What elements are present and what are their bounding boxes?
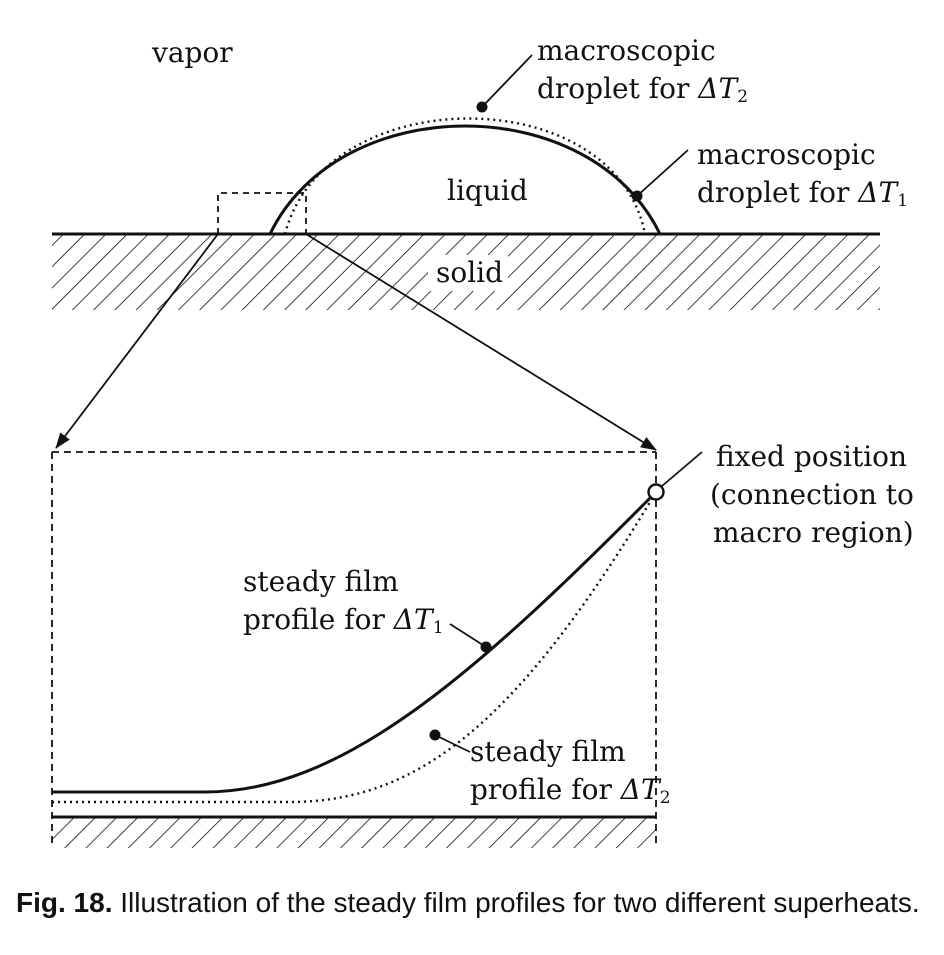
dot-macro-t1 <box>631 190 643 202</box>
leader-macro-t1 <box>636 149 689 197</box>
leader-fixed-position <box>661 451 703 487</box>
macro-t2-label-line1: macroscopic <box>537 34 716 67</box>
leader-macro-t2 <box>481 54 533 108</box>
leader-film-t1 <box>449 623 487 648</box>
macro-t1-label-line2: droplet for ΔT1 <box>697 176 909 211</box>
liquid-label: liquid <box>447 174 528 207</box>
film-t1-label-line2: profile for ΔT1 <box>243 603 444 638</box>
film-profile-delta-t1 <box>52 490 658 794</box>
fixed-position-label-line2: (connection to <box>710 478 914 511</box>
film-t1-label-line1: steady film <box>243 565 399 598</box>
fixed-position-label-line1: fixed position <box>716 440 908 473</box>
film-profile-delta-t2 <box>52 491 658 804</box>
caption-label: Fig. 18. <box>16 887 113 918</box>
film-t2-label-line2: profile for ΔT2 <box>470 773 671 808</box>
leader-film-t2 <box>434 734 471 753</box>
film-t2-label-line1: steady film <box>470 735 626 768</box>
solid-label: solid <box>436 256 504 289</box>
solid-label-gap <box>428 255 508 291</box>
dot-film-t1 <box>480 641 492 653</box>
solid-hatch-bottom <box>52 818 656 848</box>
fixed-position-marker <box>647 483 665 501</box>
zoom-arrow-left <box>55 233 219 449</box>
dot-macro-t2 <box>476 101 488 113</box>
figure-caption: Fig. 18. Illustration of the steady film… <box>16 886 931 920</box>
caption-text: Illustration of the steady film profiles… <box>112 887 920 918</box>
macro-t2-label-line2: droplet for ΔT2 <box>537 72 749 107</box>
vapor-label: vapor <box>152 36 233 69</box>
droplet-delta-t1 <box>268 124 662 235</box>
fixed-position-label-line3: macro region) <box>713 516 914 549</box>
dot-film-t2 <box>429 729 441 741</box>
zoom-arrow-right <box>305 233 657 451</box>
macro-t1-label-line1: macroscopic <box>697 138 876 171</box>
